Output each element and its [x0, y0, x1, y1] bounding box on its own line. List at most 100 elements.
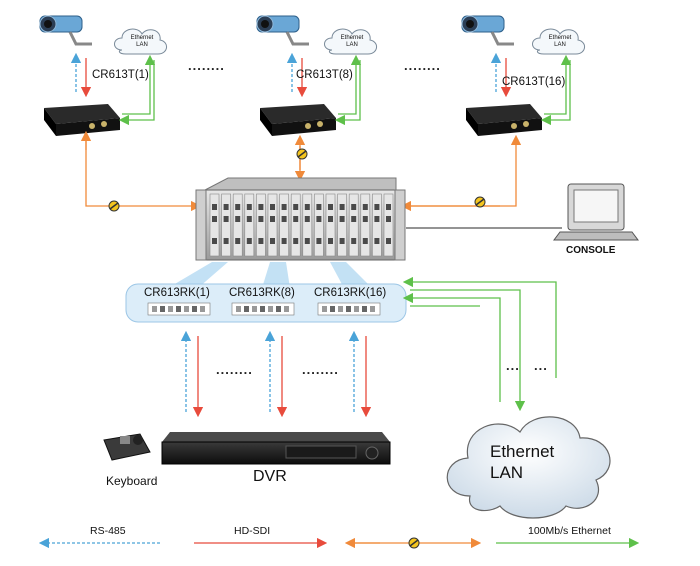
- receiver-port: [160, 306, 165, 312]
- receiver-port: [338, 306, 343, 312]
- rack-card: [383, 193, 394, 257]
- transmitter-device-8: [260, 104, 336, 136]
- receiver-port: [346, 306, 351, 312]
- rack-card-port: [351, 238, 357, 244]
- keyboard-icon: [103, 433, 151, 461]
- rack-card: [325, 193, 336, 257]
- rack-card: [372, 193, 382, 257]
- rack-cards: [209, 193, 394, 257]
- rack-card-port: [328, 238, 333, 244]
- rack-panel-funnel: [168, 262, 372, 288]
- transmitter-device-1: [44, 104, 120, 136]
- receiver-port: [362, 306, 367, 312]
- receiver-port: [200, 306, 205, 312]
- transmitter-label-1: CR613T(1): [92, 69, 149, 81]
- ethernet-lan-line2: LAN: [490, 463, 524, 482]
- rack-card-port: [339, 238, 345, 244]
- rack-card-port: [374, 216, 380, 222]
- camera-icon-8: [256, 15, 309, 46]
- rack-card-port: [235, 204, 241, 210]
- receiver-port: [260, 306, 265, 312]
- dvr-label: DVR: [253, 468, 287, 485]
- ellipsis-top-1: ........: [188, 58, 225, 73]
- rack-card-port: [246, 238, 252, 244]
- transmitter-lan-links: [118, 54, 572, 126]
- rack-card-port: [374, 204, 380, 210]
- ethernet-cloud-icon: [446, 416, 611, 519]
- keyboard-label: Keyboard: [106, 474, 158, 488]
- dvr-links: [180, 330, 372, 418]
- rack-card-port: [386, 238, 391, 244]
- rack-card-port: [374, 238, 380, 244]
- receiver-port: [330, 306, 335, 312]
- receiver-port: [284, 306, 289, 312]
- receiver-port: [152, 306, 157, 312]
- lan-dots-2: ...: [534, 358, 548, 373]
- rack-card-port: [293, 238, 299, 244]
- rack-card-port: [316, 238, 322, 244]
- fiber-symbol-icon: [408, 537, 420, 549]
- rack-card-port: [270, 216, 275, 222]
- receiver-label-8: CR613RK(8): [229, 287, 295, 299]
- rack-card-port: [223, 204, 229, 210]
- receiver-port: [168, 306, 173, 312]
- rack-card: [256, 193, 266, 257]
- rack-card-port: [386, 204, 391, 210]
- legend-ethernet-label: 100Mb/s Ethernet: [528, 525, 611, 537]
- rack-card-port: [212, 216, 217, 222]
- small-cloud-icon-1: [114, 28, 167, 55]
- lan-dots-1: ...: [506, 358, 520, 373]
- fiber-links: [80, 130, 522, 212]
- rack-card: [290, 193, 301, 257]
- receiver-port: [236, 306, 241, 312]
- fiber-symbol-icon: [108, 148, 486, 212]
- rack-card-port: [362, 204, 368, 210]
- receiver-port: [354, 306, 359, 312]
- receiver-port: [192, 306, 197, 312]
- receiver-port: [184, 306, 189, 312]
- rack-card-port: [386, 216, 391, 222]
- rack-card-port: [281, 216, 287, 222]
- rack-card: [302, 193, 313, 257]
- receiver-port: [322, 306, 327, 312]
- rack-card: [360, 193, 371, 257]
- rack-card-port: [235, 216, 241, 222]
- rack-card-port: [293, 204, 299, 210]
- rack-card: [314, 193, 324, 257]
- lan-uplinks: [402, 276, 557, 412]
- rack-card-port: [304, 216, 310, 222]
- rack-card-port: [212, 204, 217, 210]
- rack-card-port: [362, 216, 368, 222]
- rack-card-port: [351, 216, 357, 222]
- rack-card-port: [328, 216, 333, 222]
- rack-card: [232, 193, 243, 257]
- rack-card-port: [281, 204, 287, 210]
- console-label: CONSOLE: [566, 245, 616, 256]
- transmitter-label-16: CR613T(16): [502, 76, 566, 88]
- ellipsis-mid-1: ........: [216, 362, 253, 377]
- rack-card-port: [362, 238, 368, 244]
- ellipsis-mid-2: ........: [302, 362, 339, 377]
- rack-card: [279, 193, 289, 257]
- rack-card-port: [316, 216, 322, 222]
- rack-card-port: [246, 216, 252, 222]
- camera-icon-1: [39, 15, 92, 46]
- rack-card-port: [246, 204, 252, 210]
- rack-card-port: [258, 238, 264, 244]
- rack-card: [267, 193, 278, 257]
- console-computer-icon: [553, 183, 639, 241]
- rack-card-port: [339, 204, 345, 210]
- rack-card-port: [223, 216, 229, 222]
- rack-card-port: [235, 238, 241, 244]
- rack-card-port: [258, 204, 264, 210]
- receiver-label-1: CR613RK(1): [144, 287, 210, 299]
- ethernet-lan-label: Ethernet LAN: [490, 441, 554, 483]
- rack-card-port: [328, 204, 333, 210]
- ellipsis-top-2: ........: [404, 58, 441, 73]
- rack-card-port: [293, 216, 299, 222]
- rack-card-port: [258, 216, 264, 222]
- rack-card-port: [212, 238, 217, 244]
